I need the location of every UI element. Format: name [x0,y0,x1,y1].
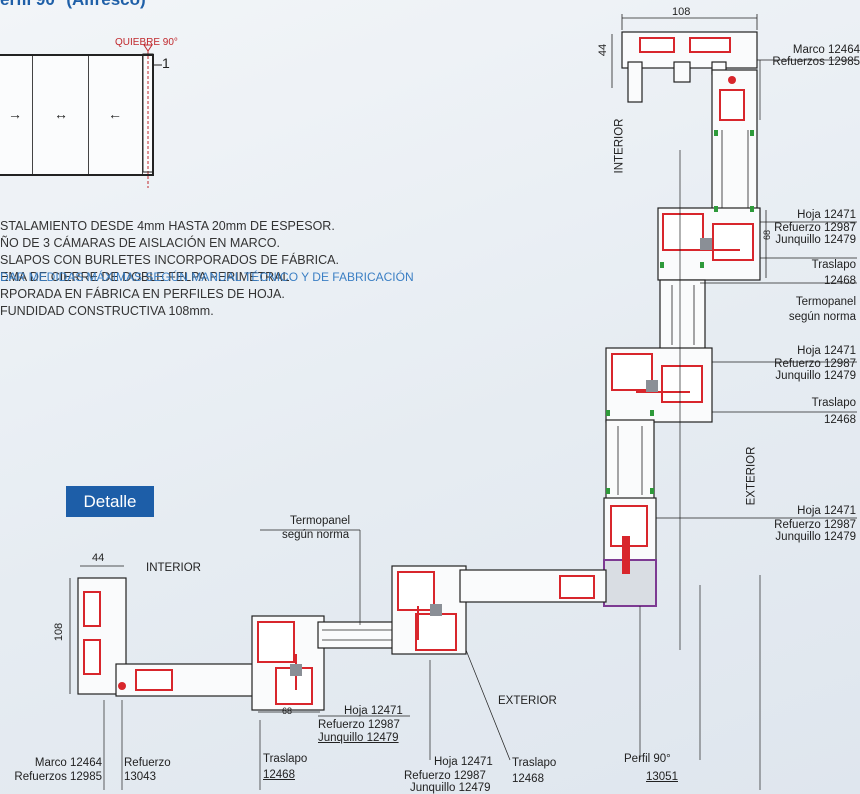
slide-left-arrow: ← [108,106,122,122]
break-marker [142,44,162,188]
hoja-label: Hoja 12471 [344,705,403,717]
interior-label-horizontal: INTERIOR [146,562,201,574]
perfil-number: 13051 [646,771,678,783]
junquillo-label: Junquillo 12479 [775,370,856,382]
termopanel-sub: según norma [788,311,856,323]
perfil-label: Perfil 90° [624,753,671,765]
refuerzo-label: Refuerzo 12987 [774,358,856,370]
refuerzos-label: Refuerzos 12985 [772,56,860,68]
break-label: QUIEBRE 90° [115,37,178,48]
traslapo-number: 12468 [263,769,295,781]
corner-screw [622,536,630,574]
slide-both-arrow: ↔ [54,106,68,122]
dim-hoja-width-bottom: 68 [282,706,293,716]
hoja-label: Hoja 12471 [797,345,856,357]
spec-item: FUNDIDAD CONSTRUCTIVA 108mm. [0,304,214,318]
spec-item: RPORADA EN FÁBRICA EN PERFILES DE HOJA. [0,287,285,301]
refuerzos-label: Refuerzos 12985 [14,771,102,783]
refuerzo-label: Refuerzo 12987 [774,519,856,531]
traslapo-label: Traslapo [263,753,308,765]
horizontal-section [69,565,607,711]
window-elevation: → ↔ ← [0,54,154,176]
spec-item: STALAMIENTO DESDE 4mm HASTA 20mm DE ESPE… [0,219,335,233]
manual-note: DAR MEDIDAS MÁXIMAS SEGÚN MANUAL TÉCNICO… [0,270,414,284]
interior-label-vertical: INTERIOR [613,118,626,174]
elevation-pane [0,56,33,174]
page-title: erfil 90° (Alfresco) [0,0,146,10]
marco-label: Marco 12464 [34,757,102,769]
junquillo-label: Junquillo 12479 [410,782,491,794]
refuerzo-number: 13043 [124,771,156,783]
termopanel-label: Termopanel [290,515,351,527]
spec-item: EMA DE CIERRE DE DOBLE FELPA PERIMETRAL [0,270,290,284]
refuerzo-label: Refuerzo 12987 [318,719,400,731]
marco-label: Marco 12464 [792,44,860,56]
termopanel-sub: según norma [282,529,350,541]
traslapo-number: 12468 [512,773,544,785]
hoja-label: Hoja 12471 [797,505,856,517]
traslapo-label: Traslapo [811,397,856,409]
exterior-label-horizontal: EXTERIOR [498,695,557,707]
exterior-label-vertical: EXTERIOR [745,446,758,506]
traslapo-number: 12468 [824,414,856,426]
vertical-section [603,14,761,561]
termopanel-label: Termopanel [795,296,856,308]
junquillo-label: Junquillo 12479 [318,732,399,744]
spec-item: ÑO DE 3 CÁMARAS DE AISLACIÓN EN MARCO. [0,236,280,250]
hoja-label: Hoja 12471 [797,209,856,221]
dim-width-bottom: 108 [53,622,66,642]
spec-list: STALAMIENTO DESDE 4mm HASTA 20mm DE ESPE… [0,218,339,320]
traslapo-label: Traslapo [811,259,856,271]
slide-right-arrow: → [8,106,22,122]
break-number: 1 [162,55,170,71]
traslapo-label: Traslapo [512,757,557,769]
leader-lines [103,59,857,790]
refuerzo-label: Refuerzo 12987 [404,770,486,782]
dim-width-top: 108 [672,6,691,18]
dim-depth-top: 44 [597,43,610,57]
dim-depth-bottom: 44 [92,552,105,564]
detail-button[interactable]: Detalle [66,486,154,517]
refuerzo-label: Refuerzo [124,757,171,769]
elevation-pane [34,56,89,174]
junquillo-label: Junquillo 12479 [775,531,856,543]
spec-item: SLAPOS CON BURLETES INCORPORADOS DE FÁBR… [0,253,339,267]
hoja-label: Hoja 12471 [434,756,493,768]
traslapo-number: 12468 [824,275,856,287]
refuerzo-label: Refuerzo 12987 [774,222,856,234]
junquillo-label: Junquillo 12479 [775,234,856,246]
